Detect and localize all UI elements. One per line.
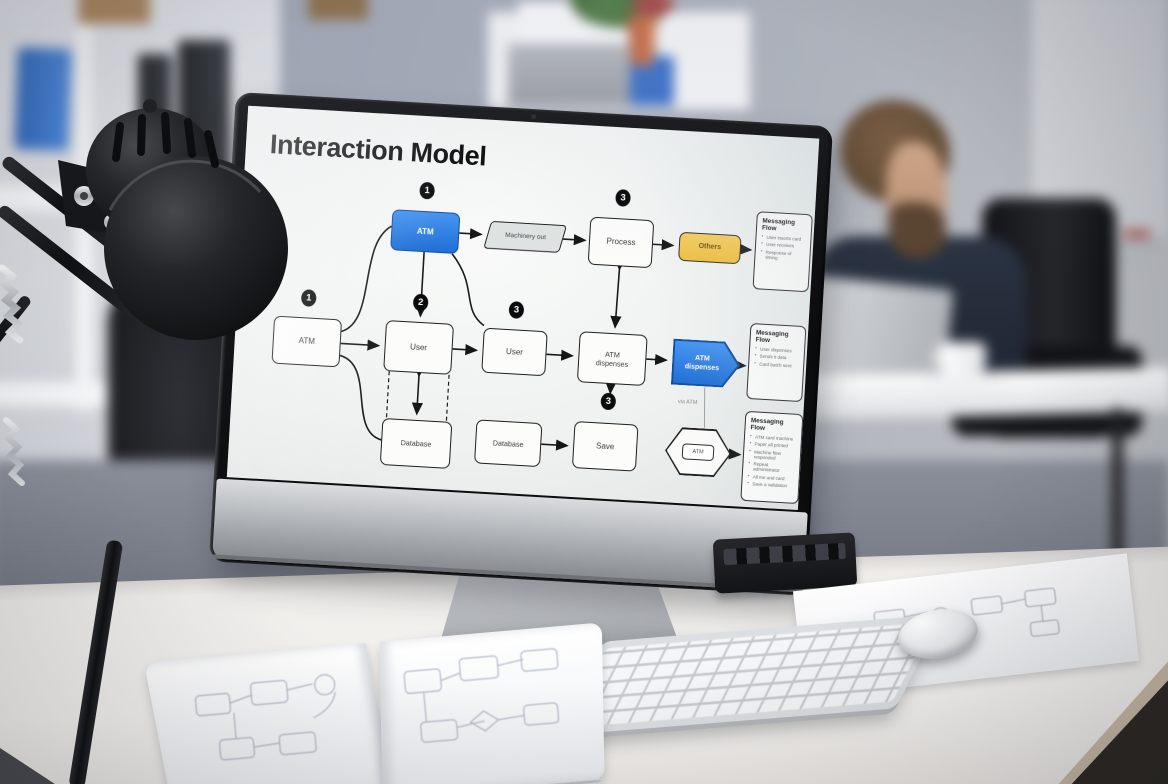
screen-glare bbox=[226, 105, 820, 511]
black-binder bbox=[138, 54, 172, 190]
potted-plant-flowers bbox=[632, 0, 674, 16]
storage-box bbox=[78, 0, 150, 24]
black-binder bbox=[178, 40, 230, 190]
coffee-cup bbox=[940, 342, 986, 378]
whiteboard-marker bbox=[1124, 230, 1150, 237]
diagram-edges bbox=[339, 225, 753, 460]
terracotta-pot bbox=[626, 16, 658, 66]
webcam-dot-icon bbox=[530, 114, 537, 120]
saucer bbox=[924, 370, 1002, 390]
notebook-sketch-drawing bbox=[194, 648, 560, 761]
storage-box bbox=[308, 0, 368, 20]
blue-binder bbox=[14, 47, 72, 151]
usb-hub bbox=[712, 532, 858, 594]
person-beard bbox=[888, 202, 946, 258]
open-notebook bbox=[143, 622, 610, 784]
whiteboard-tray bbox=[1118, 236, 1164, 246]
usb-ports bbox=[723, 542, 846, 566]
imac-monitor: Interaction Model bbox=[208, 92, 834, 596]
shelf-post bbox=[76, 0, 92, 410]
screen-diagram: Interaction Model bbox=[226, 105, 820, 511]
